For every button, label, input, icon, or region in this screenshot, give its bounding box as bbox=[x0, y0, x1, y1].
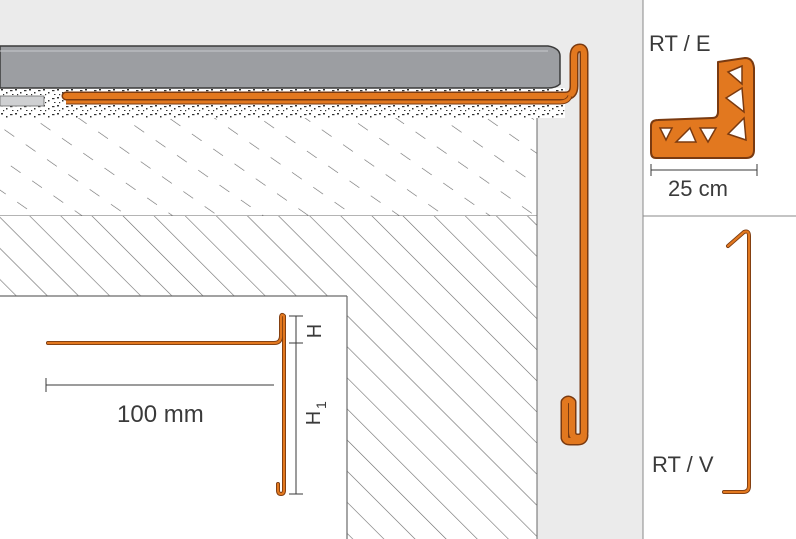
length-label: 100 mm bbox=[117, 401, 204, 428]
height-h1-subscript: 1 bbox=[313, 401, 329, 409]
variants-panel: RT / E 25 cm RT / V bbox=[642, 0, 796, 539]
concrete-slab bbox=[0, 118, 538, 539]
floor-tile bbox=[0, 45, 561, 89]
detail-inset bbox=[0, 297, 346, 539]
height-h1-base: H bbox=[303, 411, 325, 425]
stair-edge-profile bbox=[61, 43, 589, 446]
screed-layer bbox=[0, 118, 537, 217]
width-label: 25 cm bbox=[668, 176, 728, 201]
rt-v-profile-cross-section bbox=[722, 229, 751, 494]
rt-v-label: RT / V bbox=[652, 452, 714, 477]
main-section-drawing: 100 mm H H 1 bbox=[0, 0, 643, 539]
rt-e-profile-cross-section bbox=[650, 57, 758, 176]
profile-detail bbox=[45, 312, 303, 496]
rt-e-label: RT / E bbox=[649, 31, 711, 56]
top-background bbox=[0, 0, 643, 48]
height-h1-label: H 1 bbox=[303, 401, 329, 425]
height-h-label: H bbox=[304, 324, 326, 338]
